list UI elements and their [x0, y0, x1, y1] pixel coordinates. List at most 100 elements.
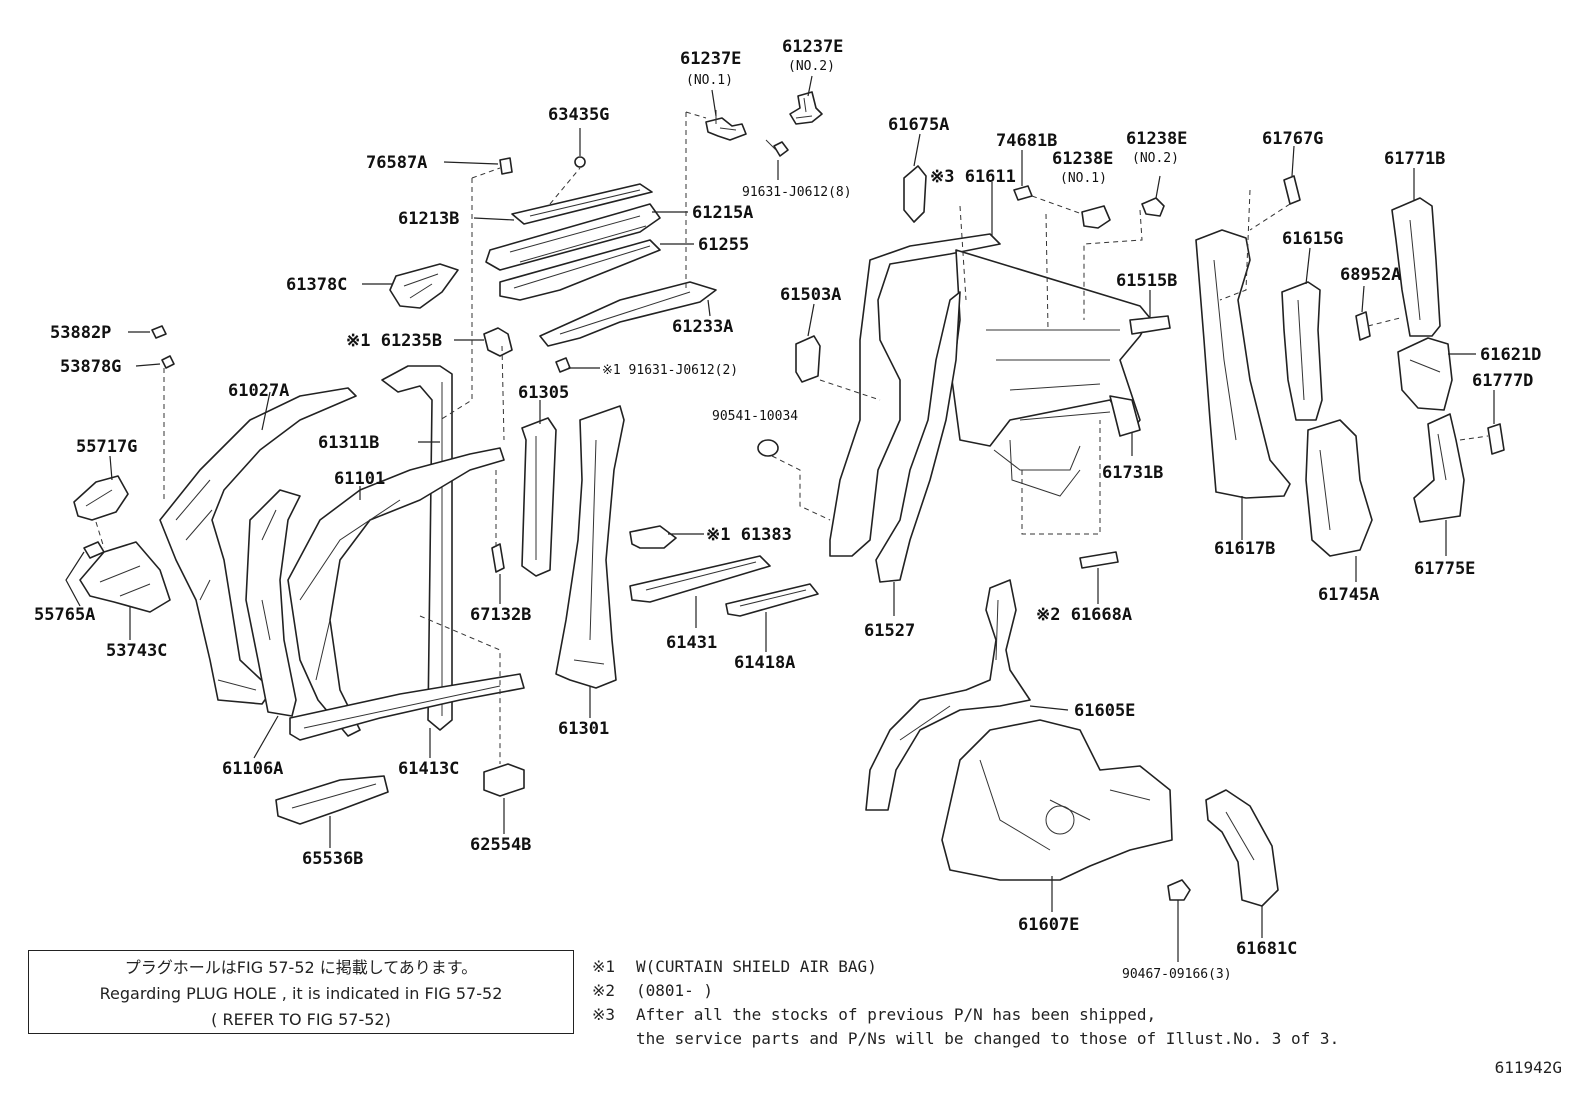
label-61311b: 61311B — [318, 433, 379, 453]
part-61413c-rocker — [289, 673, 525, 741]
part-61238e-no1 — [1081, 205, 1111, 229]
part-53743c — [79, 541, 171, 613]
part-61503a — [795, 335, 821, 383]
part-61383 — [629, 525, 677, 549]
label-61215a: 61215A — [692, 203, 753, 223]
footnote-2-text: (0801- ) — [636, 981, 714, 1000]
part-61237e-no2 — [789, 91, 823, 125]
label-53882p: 53882P — [50, 323, 111, 343]
part-53878g — [161, 355, 175, 369]
bolt-91631-8 — [765, 139, 789, 157]
label-63435g: 63435G — [548, 105, 609, 125]
label-61235b: ※1 61235B — [346, 331, 442, 351]
label-61681c: 61681C — [1236, 939, 1297, 959]
label-53878g: 53878G — [60, 357, 121, 377]
footnote-1-mark: ※1 — [592, 957, 616, 976]
part-76587a — [499, 157, 513, 175]
part-61237e-no1 — [705, 110, 747, 141]
label-91631-2: ※1 91631-J0612(2) — [602, 363, 738, 378]
bolt-91631-2 — [555, 357, 571, 373]
label-61255: 61255 — [698, 235, 749, 255]
part-61106a — [245, 489, 301, 717]
label-55765a: 55765A — [34, 605, 95, 625]
label-61418a: 61418A — [734, 653, 795, 673]
label-61777d: 61777D — [1472, 371, 1533, 391]
footnote-3-mark: ※3 — [592, 1005, 616, 1024]
label-61213b: 61213B — [398, 209, 459, 229]
part-61615g — [1281, 281, 1323, 421]
label-74681b: 74681B — [996, 131, 1057, 151]
part-61621d — [1397, 337, 1453, 411]
label-61233a: 61233A — [672, 317, 733, 337]
label-61607e: 61607E — [1018, 915, 1079, 935]
label-76587a: 76587A — [366, 153, 427, 173]
label-61238e-no2: 61238E — [1126, 129, 1187, 149]
part-61418a — [725, 583, 819, 617]
label-91631-8: 91631-J0612(8) — [742, 185, 852, 200]
label-61237e-no2-sub: (NO.2) — [788, 59, 835, 74]
part-65536b — [275, 775, 389, 825]
label-61515b: 61515B — [1116, 271, 1177, 291]
part-63435g — [574, 156, 586, 168]
label-61527: 61527 — [864, 621, 915, 641]
dashed-lines — [95, 111, 1489, 764]
part-53882p — [151, 325, 167, 339]
note-line-refer: ( REFER TO FIG 57-52) — [211, 1010, 391, 1029]
part-61431 — [629, 555, 771, 603]
part-61027a-outer-panel — [159, 387, 357, 705]
label-61101: 61101 — [334, 469, 385, 489]
label-62554b: 62554B — [470, 835, 531, 855]
label-61378c: 61378C — [286, 275, 347, 295]
part-61233a-rail — [539, 281, 717, 347]
plug-hole-note: プラグホールはFIG 57-52 に掲載してあります。 Regarding PL… — [28, 950, 574, 1034]
part-61668a — [1079, 551, 1119, 569]
label-61238e-no1: 61238E — [1052, 149, 1113, 169]
part-55717g — [73, 475, 129, 521]
part-61675a — [903, 165, 927, 223]
part-61311b-pillar — [381, 365, 453, 731]
part-61607e — [941, 719, 1173, 881]
part-61771b — [1391, 197, 1441, 337]
part-61745a — [1305, 419, 1373, 557]
label-61431: 61431 — [666, 633, 717, 653]
footnote-2: ※2(0801- ) — [592, 979, 1372, 1003]
label-61238e-no1-sub: (NO.1) — [1060, 171, 1107, 186]
part-61305 — [521, 417, 557, 577]
part-90541-10034 — [757, 439, 779, 457]
part-61235b — [483, 327, 513, 357]
label-61237e-no1-sub: (NO.1) — [686, 73, 733, 88]
part-61681c — [1205, 789, 1279, 907]
label-61237e-no2: 61237E — [782, 37, 843, 57]
footnote-1: ※1 W(CURTAIN SHIELD AIR BAG) — [592, 955, 1372, 979]
part-61611-quarter-panel — [829, 233, 1151, 583]
label-61775e: 61775E — [1414, 559, 1475, 579]
label-61611: ※3 61611 — [930, 167, 1016, 187]
part-61378c — [389, 263, 459, 309]
label-61675a: 61675A — [888, 115, 949, 135]
label-61621d: 61621D — [1480, 345, 1541, 365]
label-67132b: 67132B — [470, 605, 531, 625]
part-61731b — [1109, 395, 1141, 437]
part-61255-rail — [499, 239, 661, 301]
label-61668a: ※2 61668A — [1036, 605, 1132, 625]
leader-lines — [65, 75, 1495, 962]
label-65536b: 65536B — [302, 849, 363, 869]
part-62554b — [483, 763, 525, 797]
label-61767g: 61767G — [1262, 129, 1323, 149]
part-74681b — [1013, 185, 1033, 201]
label-90541-10034: 90541-10034 — [712, 409, 798, 424]
part-67132b — [491, 543, 505, 573]
label-68952a: 68952A — [1340, 265, 1401, 285]
part-61238e-no2 — [1141, 197, 1165, 217]
label-61503a: 61503A — [780, 285, 841, 305]
label-61106a: 61106A — [222, 759, 283, 779]
footnote-1-text: W(CURTAIN SHIELD AIR BAG) — [636, 957, 877, 976]
label-61745a: 61745A — [1318, 585, 1379, 605]
label-61615g: 61615G — [1282, 229, 1343, 249]
part-labels: 61237E (NO.1) 61237E (NO.2) 63435G 76587… — [34, 37, 1541, 982]
label-61383: ※1 61383 — [706, 525, 792, 545]
label-90467-09166: 90467-09166(3) — [1122, 967, 1232, 982]
part-61605e — [865, 579, 1031, 811]
